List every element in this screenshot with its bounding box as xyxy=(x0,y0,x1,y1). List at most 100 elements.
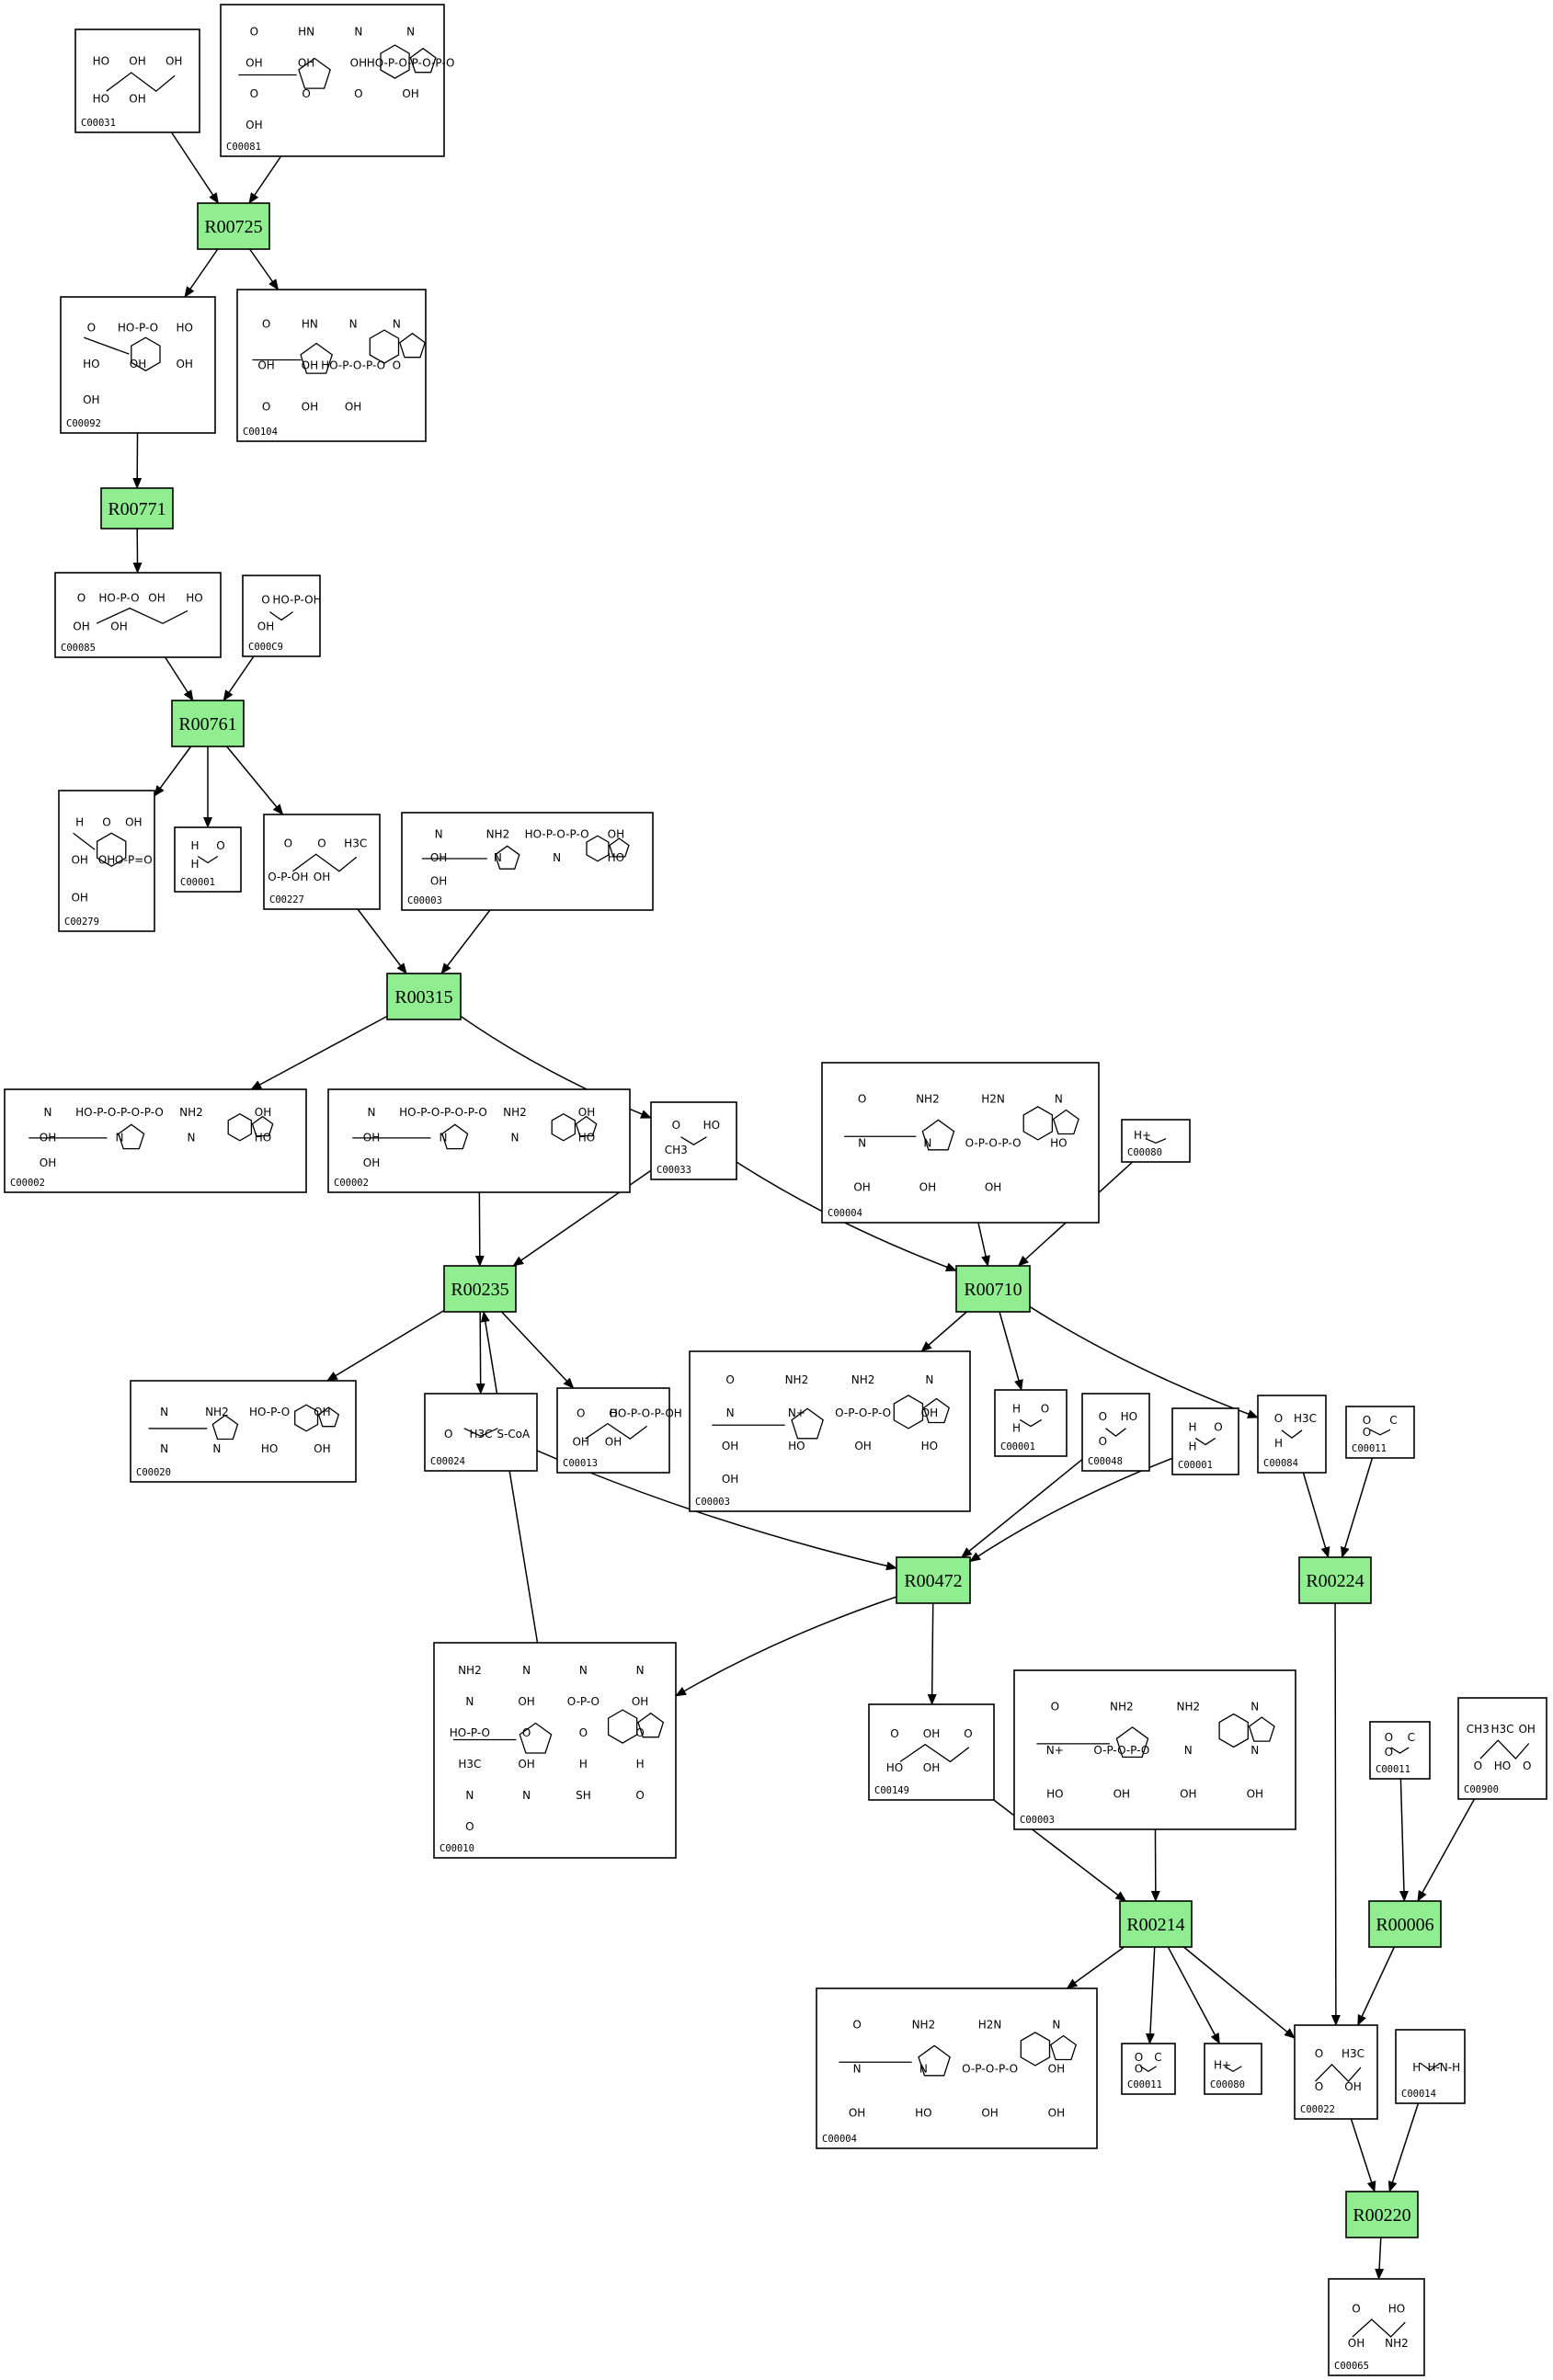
atom-label: N xyxy=(579,1664,588,1677)
atom-label: OH xyxy=(83,393,99,406)
edge-r00235-to-c20 xyxy=(326,1309,445,1382)
atom-label: HO xyxy=(1388,2302,1405,2315)
reaction-node-r00220[interactable]: R00220 xyxy=(1345,2191,1419,2238)
atom-label: HO xyxy=(608,851,624,864)
atom-label: H xyxy=(1012,1422,1021,1435)
structure-sketch xyxy=(352,1112,598,1150)
atom-label: N xyxy=(858,1137,866,1150)
atom-label: O xyxy=(635,1726,644,1739)
reaction-node-r00235[interactable]: R00235 xyxy=(443,1265,517,1313)
atom-label: N xyxy=(44,1106,52,1119)
structure-sketch xyxy=(148,1404,340,1441)
atom-label: O-P-O-P-O xyxy=(835,1406,891,1419)
compound-box xyxy=(327,1088,631,1193)
reaction-node-r00761[interactable]: R00761 xyxy=(171,700,245,747)
reaction-node-r00214[interactable]: R00214 xyxy=(1119,1900,1193,1948)
atom-label: OH xyxy=(148,592,165,605)
compound-id-label: C00013 xyxy=(563,1458,598,1469)
reaction-box xyxy=(443,1265,517,1313)
reaction-node-r00315[interactable]: R00315 xyxy=(386,973,462,1020)
compound-box xyxy=(4,1088,307,1193)
atom-label: HN xyxy=(298,26,314,39)
atom-label: NH2 xyxy=(179,1106,203,1119)
structure-sketch xyxy=(73,832,127,868)
compound-box xyxy=(74,28,200,133)
atom-label: O xyxy=(262,318,270,331)
atom-label: O xyxy=(1363,1426,1371,1439)
atom-label: O xyxy=(1214,1421,1222,1434)
atom-label: C xyxy=(1154,2051,1161,2064)
compound-box xyxy=(236,289,427,442)
reaction-node-r00710[interactable]: R00710 xyxy=(955,1265,1031,1313)
reaction-node-r00224[interactable]: R00224 xyxy=(1298,1556,1372,1604)
atom-label: O-P-O-P-O xyxy=(962,2063,1018,2076)
atom-label: OH xyxy=(98,854,115,867)
compound-id-label: C00010 xyxy=(440,1843,474,1854)
edge-r00315-to-c2a xyxy=(250,1015,388,1090)
reaction-node-r00006[interactable]: R00006 xyxy=(1368,1900,1442,1948)
compound-box xyxy=(821,1062,1100,1224)
atom-label: H3C xyxy=(469,1428,492,1441)
atom-label: O xyxy=(672,1119,680,1132)
compound-id-label: C00003 xyxy=(1020,1815,1055,1826)
compound-box xyxy=(242,575,321,657)
compound-node-c00080[interactable]: H+C00080 xyxy=(1204,2043,1262,2095)
atom-label: NH2 xyxy=(503,1106,527,1119)
atom-label: OH xyxy=(71,892,87,905)
atom-label: OH xyxy=(854,1440,871,1452)
structure-sketch xyxy=(1019,1418,1043,1428)
edge-c149-to-r00214 xyxy=(993,1799,1127,1902)
edge-r00006-to-c22 xyxy=(1357,1946,1396,2026)
atom-label: O xyxy=(102,816,110,829)
edge-r00761-to-c279 xyxy=(154,746,192,797)
edge-c84-to-r00224 xyxy=(1302,1472,1330,1558)
reaction-box xyxy=(1119,1900,1193,1948)
reaction-node-r00472[interactable]: R00472 xyxy=(896,1556,971,1604)
atom-label: OH xyxy=(40,1132,56,1144)
atom-label: O xyxy=(250,87,258,100)
atom-label: OH xyxy=(246,56,262,69)
reaction-node-r00725[interactable]: R00725 xyxy=(197,202,270,250)
compound-id-label: C00033 xyxy=(657,1165,691,1176)
atom-label: O xyxy=(261,593,269,606)
atom-label: O xyxy=(522,1726,531,1739)
compound-node-c00080[interactable]: H+C00080 xyxy=(1121,1119,1191,1163)
edge-r00472-to-c10 xyxy=(675,1596,897,1697)
structure-sketch xyxy=(1479,1739,1530,1759)
reaction-node-r00771[interactable]: R00771 xyxy=(100,487,174,530)
structure-sketch xyxy=(1390,1747,1410,1754)
